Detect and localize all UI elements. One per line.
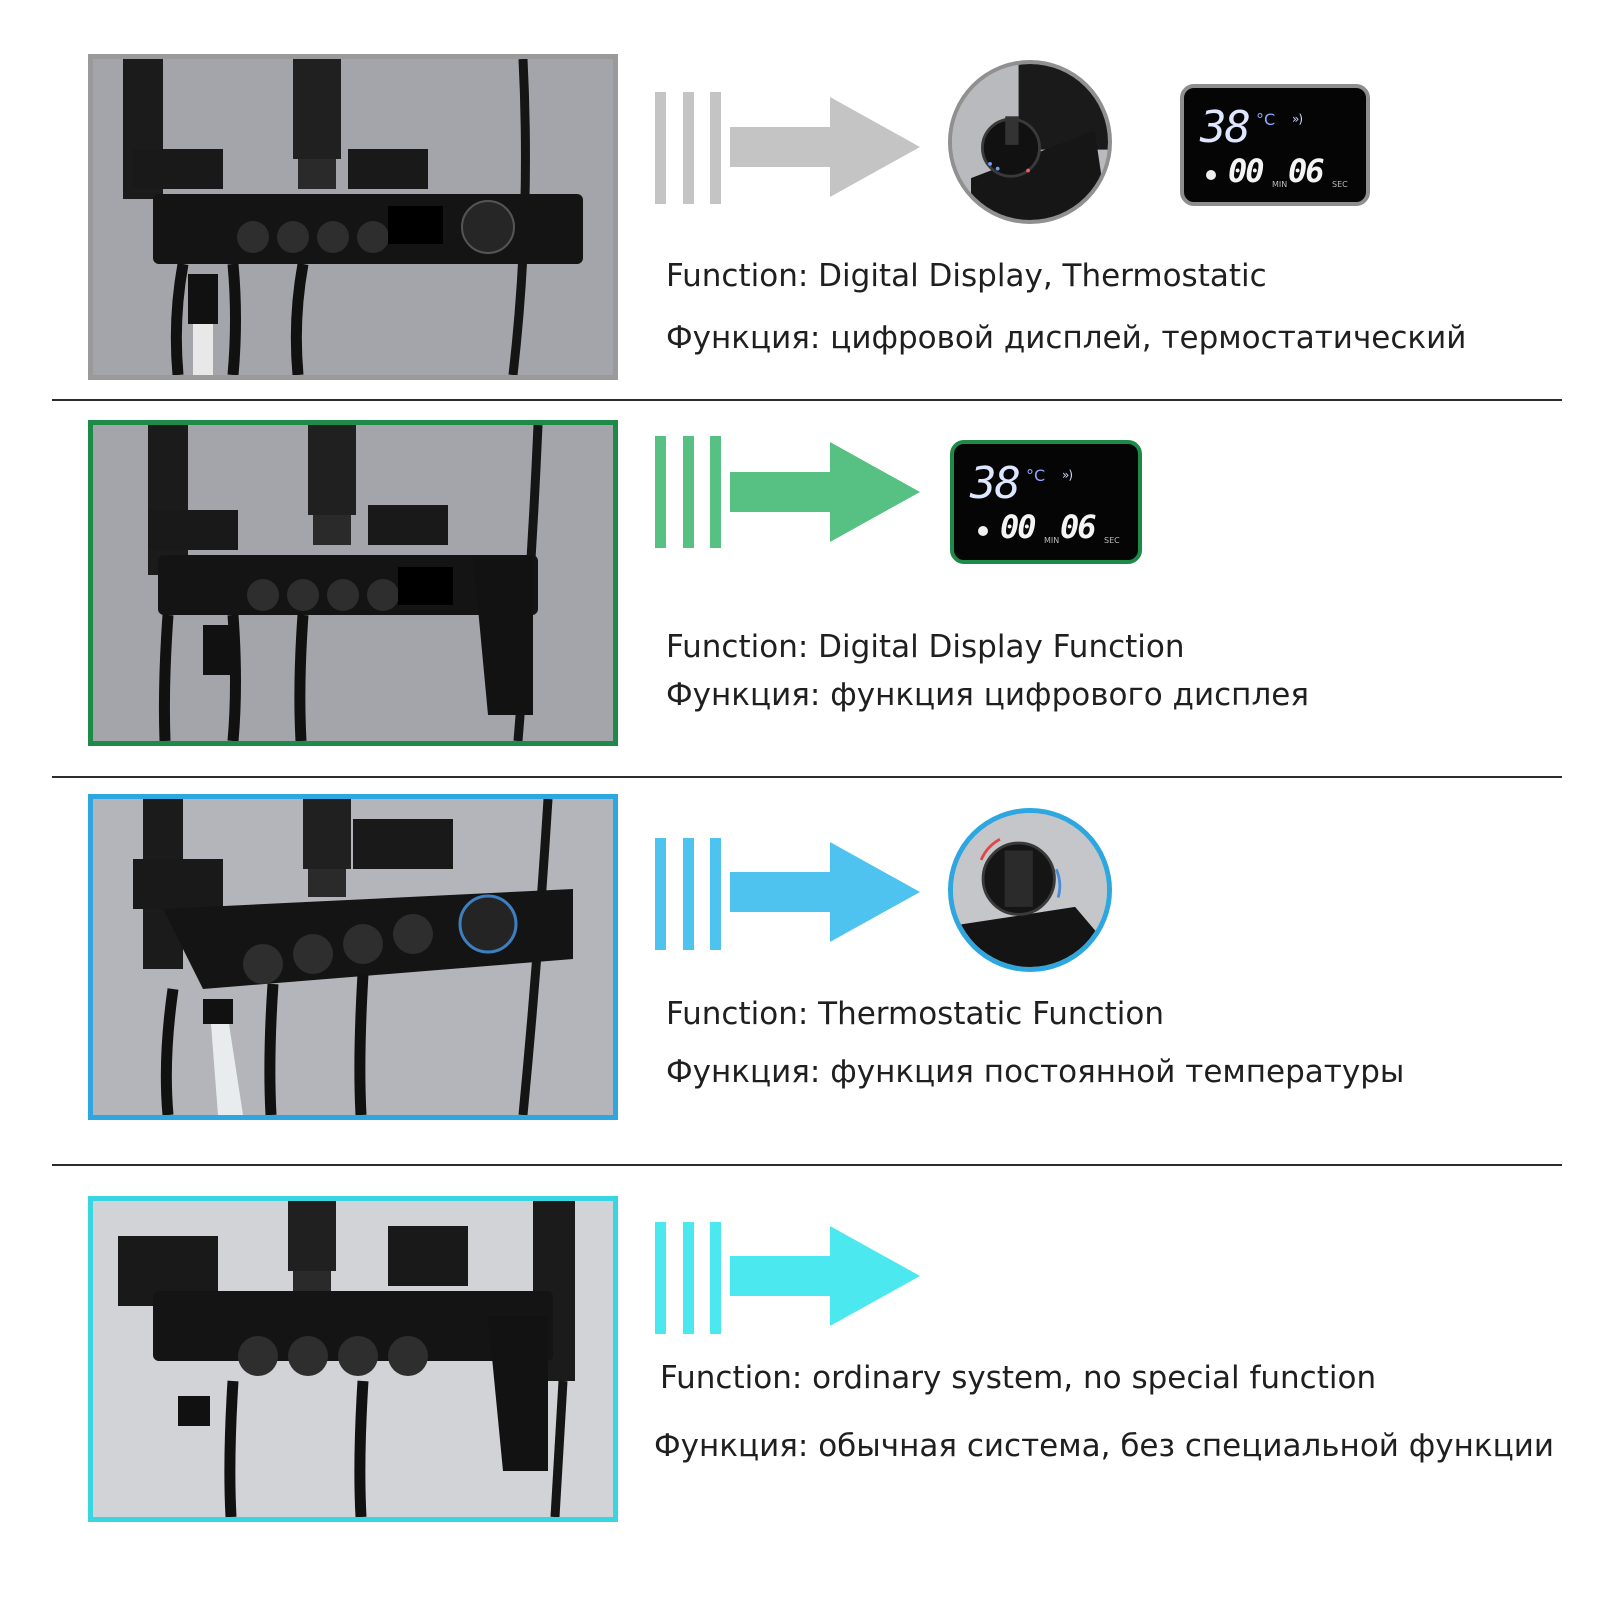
function-label-en: Function: Digital Display Function [666, 629, 1185, 665]
motion-bars [655, 838, 721, 950]
arrow-right-icon [730, 97, 920, 197]
motion-bar [682, 838, 694, 950]
row-divider [52, 776, 1562, 778]
product-photo-ordinary [88, 1196, 618, 1522]
motion-bars [655, 92, 721, 204]
display-timer-min: 00 [1228, 152, 1265, 190]
motion-bar [655, 838, 666, 950]
row-divider [52, 1164, 1562, 1166]
display-temperature-unit: °C [1256, 110, 1276, 129]
row-divider [52, 399, 1562, 401]
arrow-right-icon [730, 1226, 920, 1326]
product-photo-digital-thermostatic [88, 54, 618, 380]
display-wave-icon: ») [1292, 112, 1303, 126]
display-min-label: MIN [1272, 180, 1288, 189]
digital-display: 38 °C ») 00 MIN 06 SEC [950, 440, 1142, 564]
digital-display: 38 °C ») 00 MIN 06 SEC [1180, 84, 1370, 206]
motion-bar [710, 1222, 721, 1334]
motion-bar [655, 1222, 666, 1334]
display-temperature-unit: °C [1026, 466, 1046, 485]
arrow-right-icon [730, 442, 920, 542]
product-photo-digital-display [88, 420, 618, 746]
arrow-right-icon [730, 842, 920, 942]
motion-bar [655, 436, 666, 548]
display-status-dot [978, 526, 988, 536]
function-label-ru: Функция: функция цифрового дисплея [666, 677, 1309, 713]
display-status-dot [1206, 170, 1216, 180]
feature-row-thermostatic: Function: Thermostatic Function Функция:… [0, 778, 1600, 1163]
display-sec-label: SEC [1332, 180, 1348, 189]
motion-bar [682, 92, 694, 204]
feature-row-digital-thermostatic: 38 °C ») 00 MIN 06 SEC Function: Digital… [0, 0, 1600, 395]
motion-bar [655, 92, 666, 204]
function-label-ru: Функция: цифровой дисплей, термостатичес… [666, 320, 1467, 356]
motion-bar [682, 1222, 694, 1334]
display-sec-label: SEC [1104, 536, 1120, 545]
motion-bar [682, 436, 694, 548]
function-label-ru: Функция: функция постоянной температуры [666, 1054, 1405, 1090]
thermostat-knob-icon [948, 60, 1112, 224]
display-min-label: MIN [1044, 536, 1060, 545]
display-timer-sec: 06 [1060, 508, 1097, 546]
feature-row-digital-display: 38 °C ») 00 MIN 06 SEC Function: Digital… [0, 400, 1600, 775]
display-wave-icon: ») [1062, 468, 1073, 482]
display-timer-sec: 06 [1288, 152, 1325, 190]
function-label-en: Function: Thermostatic Function [666, 996, 1164, 1032]
thermostat-knob-icon [948, 808, 1112, 972]
motion-bars [655, 436, 721, 548]
motion-bar [710, 92, 721, 204]
feature-row-ordinary: Function: ordinary system, no special fu… [0, 1166, 1600, 1600]
display-timer-min: 00 [1000, 508, 1037, 546]
motion-bar [710, 838, 721, 950]
display-temperature: 38 [970, 458, 1021, 509]
function-label-ru: Функция: обычная система, без специально… [654, 1428, 1555, 1464]
function-label-en: Function: Digital Display, Thermostatic [666, 258, 1267, 294]
product-photo-thermostatic [88, 794, 618, 1120]
motion-bar [710, 436, 721, 548]
function-label-en: Function: ordinary system, no special fu… [660, 1360, 1377, 1396]
motion-bars [655, 1222, 721, 1334]
display-temperature: 38 [1200, 102, 1251, 153]
